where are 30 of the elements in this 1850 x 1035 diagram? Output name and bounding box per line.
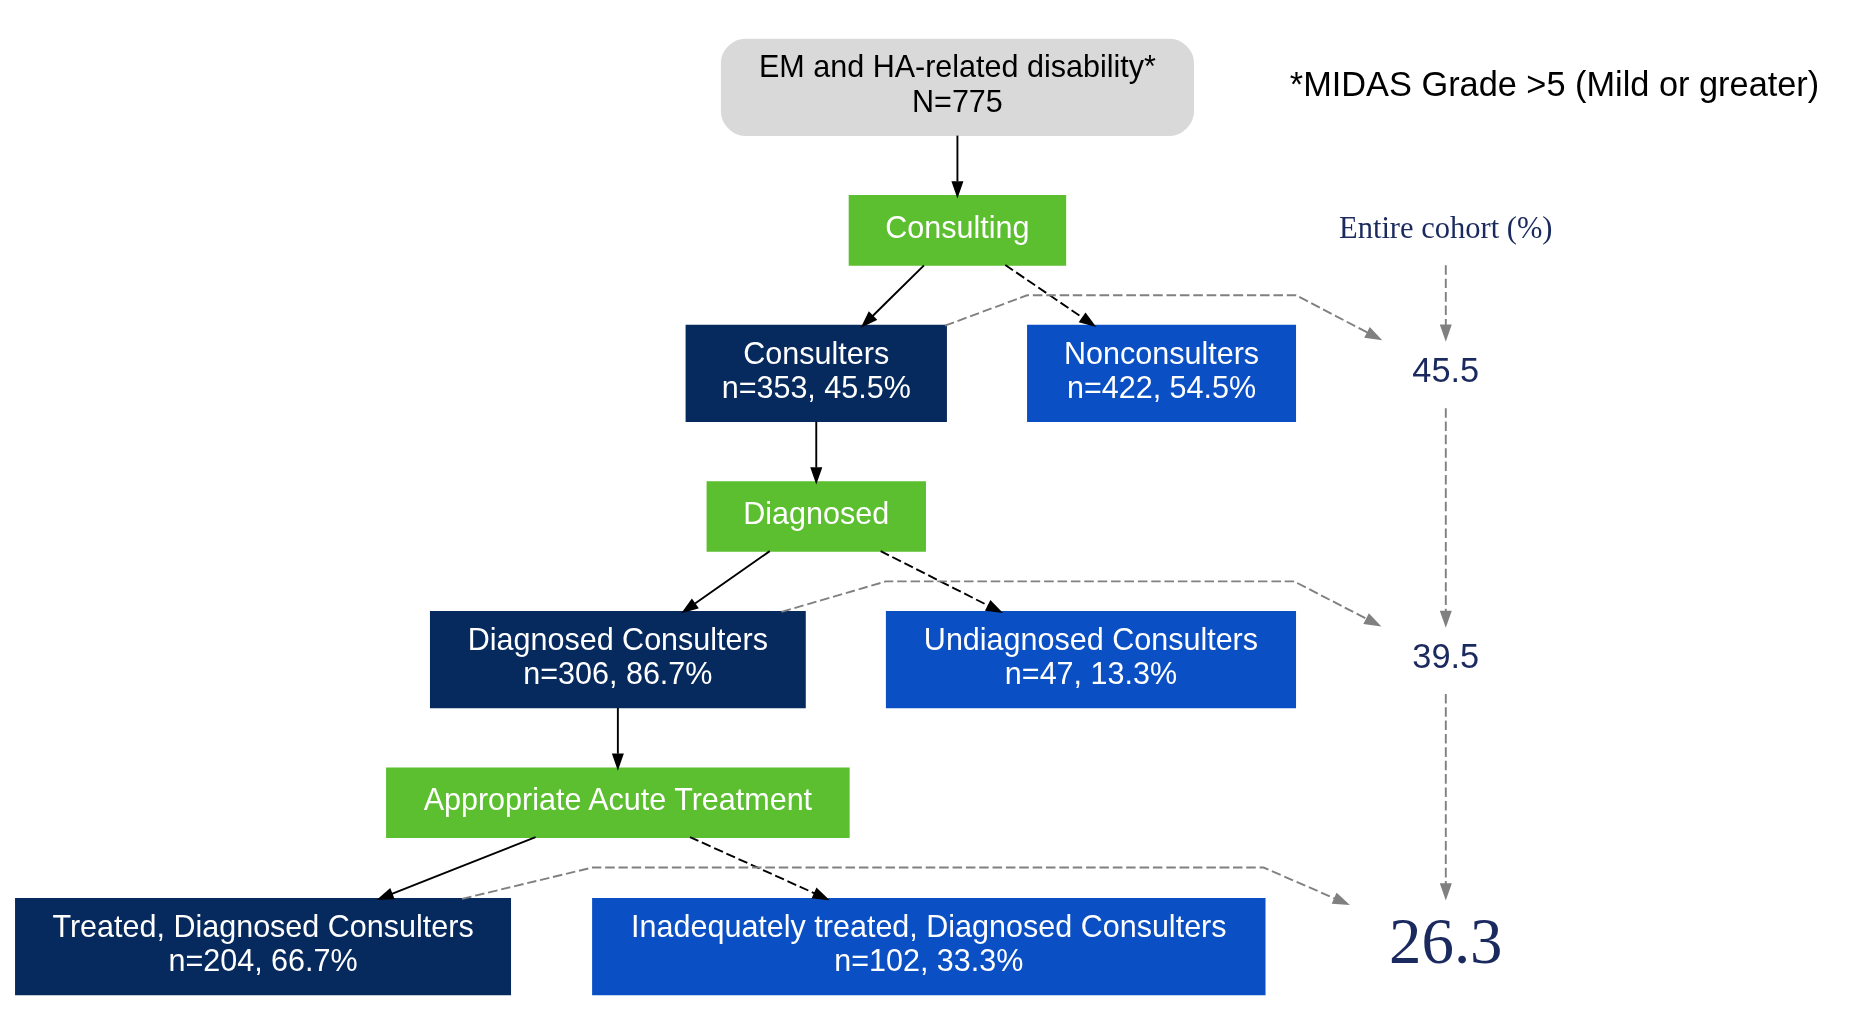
node-box: Consulters n=353, 45.5% (685, 324, 947, 423)
arrow (780, 580, 1382, 627)
arrow (1439, 264, 1452, 342)
arrow (461, 866, 1350, 906)
node-box: Diagnosed (706, 481, 926, 552)
node-box: Inadequately treated, Diagnosed Consulters n=102, 33.3% (592, 898, 1266, 996)
arrow (689, 836, 830, 901)
node-text: 39.5 (1412, 637, 1480, 676)
node-box: Appropriate Acute Treatment (386, 767, 850, 838)
node-box: EM and HA-related disability* N=775 (720, 38, 1194, 136)
node-box: Nonconsulters n=422, 54.5% (1027, 324, 1297, 423)
arrow (1439, 693, 1452, 901)
label: *MIDAS Grade >5 (Mild or greater) (1289, 64, 1820, 103)
node-box: Undiagnosed Consulters n=47, 13.3% (885, 610, 1297, 709)
arrow (810, 420, 823, 485)
arrow (860, 264, 925, 328)
node-box: Consulting (848, 195, 1067, 266)
arrow (879, 550, 1004, 614)
node-text: Entire cohort (%) (1339, 210, 1553, 245)
arrow (951, 134, 964, 199)
arrow (611, 706, 624, 771)
arrow (1004, 264, 1097, 328)
arrow (944, 294, 1383, 341)
node-box: Diagnosed Consulters n=306, 86.7% (429, 610, 806, 709)
node-box: Treated, Diagnosed Consulters n=204, 66.7% (15, 898, 512, 996)
node-text: 45.5 (1412, 350, 1480, 389)
arrow (376, 836, 537, 900)
arrow (1439, 407, 1452, 628)
arrow (681, 550, 771, 614)
node-text: 26.3 (1389, 905, 1503, 978)
